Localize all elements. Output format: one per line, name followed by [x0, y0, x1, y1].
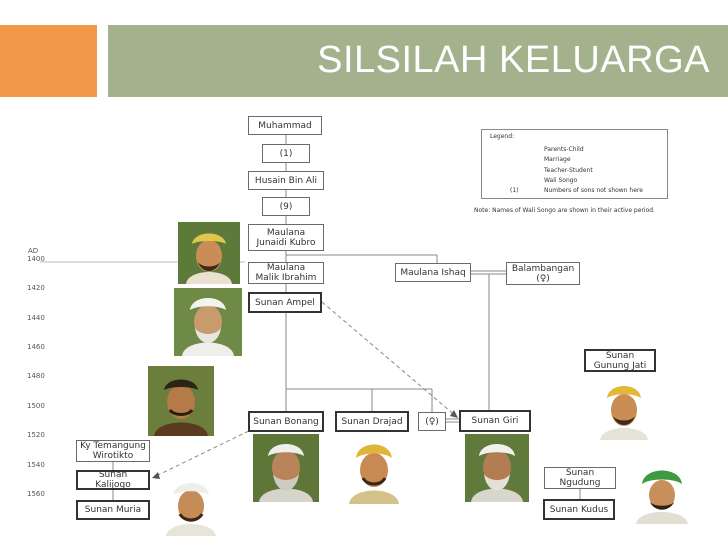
legend-teacher-student: Teacher-Student [544, 167, 593, 174]
node-sons-1: (1) [262, 144, 310, 163]
portrait-sunan-muria [160, 474, 222, 536]
legend-number-marker: (1) [510, 187, 519, 194]
node-sunan-kudus: Sunan Kudus [543, 499, 615, 520]
node-sunan-ampel: Sunan Ampel [248, 292, 322, 313]
node-malik-ibrahim: Maulana Malik Ibrahim [248, 262, 324, 284]
node-junaidi: Maulana Junaidi Kubro [248, 224, 324, 251]
legend-marriage: Marriage [544, 156, 571, 163]
year-unit: AD [28, 247, 38, 255]
teacher-line-ampel-giri [322, 302, 457, 417]
legend-numbers-note: Numbers of sons not shown here [544, 187, 643, 194]
diagram-note: Note: Names of Wali Songo are shown in t… [474, 207, 655, 214]
year-1540: 1540 [27, 461, 45, 469]
year-1520: 1520 [27, 431, 45, 439]
portrait-sunan-ampel [174, 288, 242, 356]
arrowhead-giri [450, 410, 458, 418]
node-husain: Husain Bin Ali [248, 171, 324, 190]
year-1500: 1500 [27, 402, 45, 410]
legend-title: Legend: [490, 133, 514, 140]
year-1420: 1420 [27, 284, 45, 292]
node-ngudung: Sunan Ngudung [544, 467, 616, 489]
legend-parents-child: Parents-Child [544, 146, 584, 153]
portrait-sunan-drajad [343, 434, 405, 504]
year-1440: 1440 [27, 314, 45, 322]
node-sunan-bonang: Sunan Bonang [248, 411, 324, 432]
year-1560: 1560 [27, 490, 45, 498]
legend: Legend: Parents-Child Marriage Teacher-S… [481, 129, 668, 199]
arrowhead-kalijogo [152, 472, 160, 479]
node-ishaq: Maulana Ishaq [395, 263, 471, 282]
node-sunan-muria: Sunan Muria [76, 500, 150, 520]
node-sunan-drajad: Sunan Drajad [335, 411, 409, 432]
node-female-daughter: (♀) [418, 412, 446, 431]
node-balambangan: Balambangan (♀) [506, 262, 580, 285]
portrait-sunan-gunung-jati [594, 374, 654, 440]
legend-wali-songo: Wali Songo [544, 177, 577, 184]
portrait-sunan-kalijogo [148, 366, 214, 436]
year-1460: 1460 [27, 343, 45, 351]
portrait-sunan-kudus [628, 462, 696, 524]
portrait-malik-ibrahim [178, 222, 240, 284]
portrait-sunan-giri [465, 434, 529, 502]
node-sunan-gunung-jati: Sunan Gunung Jati [584, 349, 656, 372]
year-1480: 1480 [27, 372, 45, 380]
node-sons-9: (9) [262, 197, 310, 216]
node-sunan-giri: Sunan Giri [459, 410, 531, 432]
node-wirotikto: Ky Temangung Wirotikto [76, 440, 150, 462]
node-muhammad: Muhammad [248, 116, 322, 135]
year-1400: 1400 [27, 255, 45, 263]
node-sunan-kalijogo: Sunan Kalijogo [76, 470, 150, 490]
portrait-sunan-bonang [253, 434, 319, 502]
